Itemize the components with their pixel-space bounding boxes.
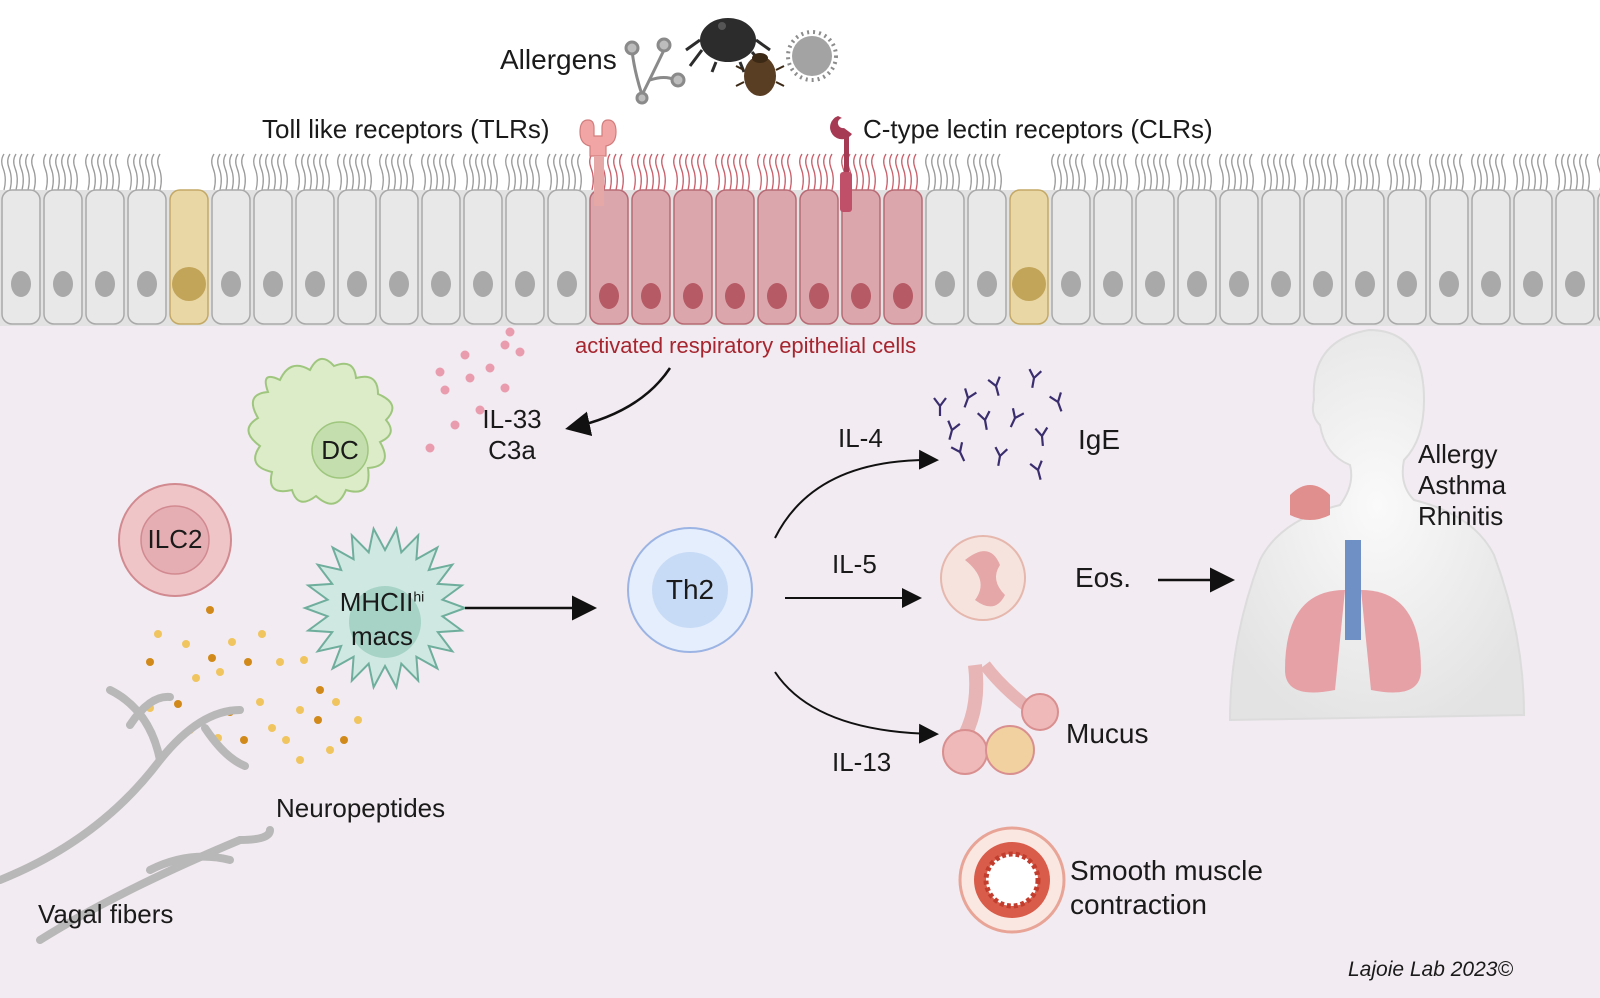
ilc2-cell — [118, 483, 232, 597]
eos-label: Eos. — [1075, 562, 1132, 593]
epithelial-cell — [127, 189, 167, 325]
dc-label: DC — [321, 435, 359, 465]
epithelial-cell — [631, 189, 671, 325]
mhcii-text: MHCII — [339, 587, 414, 617]
vagal-fibers — [0, 686, 274, 944]
epithelial-cell — [715, 189, 755, 325]
epithelial-cell — [925, 189, 965, 325]
epithelial-cell — [673, 189, 713, 325]
il13-label: IL-13 — [832, 747, 892, 777]
airway-cross-section — [958, 826, 1066, 934]
epithelium — [0, 153, 1600, 326]
tlr-receptor — [579, 119, 617, 206]
epithelial-cell — [421, 189, 461, 325]
smooth-muscle-line1: Smooth muscle — [1070, 855, 1263, 886]
disease-asthma: Asthma — [1418, 470, 1507, 500]
il4-arrow — [774, 449, 939, 539]
th2-label: Th2 — [665, 574, 715, 605]
hi-superscript: hi — [413, 588, 425, 605]
neuropeptide-particles — [146, 606, 362, 764]
macrophage — [302, 525, 468, 691]
epithelial-cell — [1555, 189, 1595, 325]
epithelial-cell — [379, 189, 419, 325]
eosinophil — [940, 535, 1026, 621]
epithelial-cell — [295, 189, 335, 325]
clr-label: C-type lectin receptors (CLRs) — [863, 114, 1213, 144]
epithelial-cell — [169, 189, 209, 325]
epithelial-cell — [85, 189, 125, 325]
epithelial-cell — [1387, 189, 1427, 325]
il33-label: IL-33 — [482, 404, 542, 434]
neuropeptides-label: Neuropeptides — [276, 793, 446, 823]
il4-label: IL-4 — [838, 423, 883, 453]
epithelial-cell — [967, 189, 1007, 325]
human-body — [1228, 328, 1526, 722]
epithelial-cell — [883, 189, 923, 325]
credit-label: Lajoie Lab 2023© — [1348, 958, 1513, 981]
epithelial-cell — [841, 189, 881, 325]
epithelial-cell — [337, 189, 377, 325]
epithelial-cell — [253, 189, 293, 325]
disease-rhinitis: Rhinitis — [1418, 501, 1504, 531]
epithelial-cell — [463, 189, 503, 325]
epithelial-cell — [1177, 189, 1217, 325]
epithelial-cell — [1345, 189, 1385, 325]
epithelial-cell — [1135, 189, 1175, 325]
epithelial-cell — [211, 189, 251, 325]
mucus-glands — [942, 661, 1059, 775]
th2-cell — [627, 527, 753, 653]
disease-allergy: Allergy — [1418, 439, 1498, 469]
epithelial-cell — [1, 189, 41, 325]
epithelial-cell — [1513, 189, 1553, 325]
epithelial-cell — [1093, 189, 1133, 325]
pollen-icon — [786, 30, 838, 82]
epithelial-cell — [547, 189, 587, 325]
c3a-label: C3a — [488, 435, 536, 465]
macrophage-label-line1: MHCIIhi — [322, 587, 442, 618]
dust-mite-icon — [685, 18, 771, 73]
il33-c3a-particles — [425, 327, 525, 453]
cockroach-icon — [735, 53, 785, 96]
epithelial-cell — [505, 189, 545, 325]
epithelial-cell — [1009, 189, 1049, 325]
il5-label: IL-5 — [832, 549, 877, 579]
epithelial-cell — [799, 189, 839, 325]
epithelial-cell — [43, 189, 83, 325]
fungus-icon — [624, 37, 686, 105]
tlr-label: Toll like receptors (TLRs) — [262, 114, 550, 144]
epithelial-cell — [757, 189, 797, 325]
il13-arrow — [774, 671, 939, 744]
allergens-label: Allergens — [500, 44, 617, 75]
epithelial-cell — [589, 189, 629, 325]
epithelial-cell — [1429, 189, 1469, 325]
epithelium-to-il33-arrow — [565, 367, 672, 437]
allergen-icons — [624, 18, 838, 105]
mucus-label: Mucus — [1066, 718, 1149, 749]
epithelial-cell — [1051, 189, 1091, 325]
ige-label: IgE — [1078, 424, 1121, 455]
ilc2-label: ILC2 — [147, 524, 203, 554]
clr-receptor — [830, 116, 852, 212]
epithelial-cell — [1303, 189, 1343, 325]
epithelial-cell — [1219, 189, 1259, 325]
epithelium-note: activated respiratory epithelial cells — [575, 333, 917, 358]
smooth-muscle-line2: contraction — [1070, 889, 1207, 920]
vagal-fibers-label: Vagal fibers — [38, 899, 174, 929]
ige-antibodies — [933, 368, 1063, 480]
epithelial-cell — [1471, 189, 1511, 325]
macrophage-label-line2: macs — [350, 621, 414, 651]
epithelial-cell — [1261, 189, 1301, 325]
dendritic-cell — [247, 358, 394, 505]
